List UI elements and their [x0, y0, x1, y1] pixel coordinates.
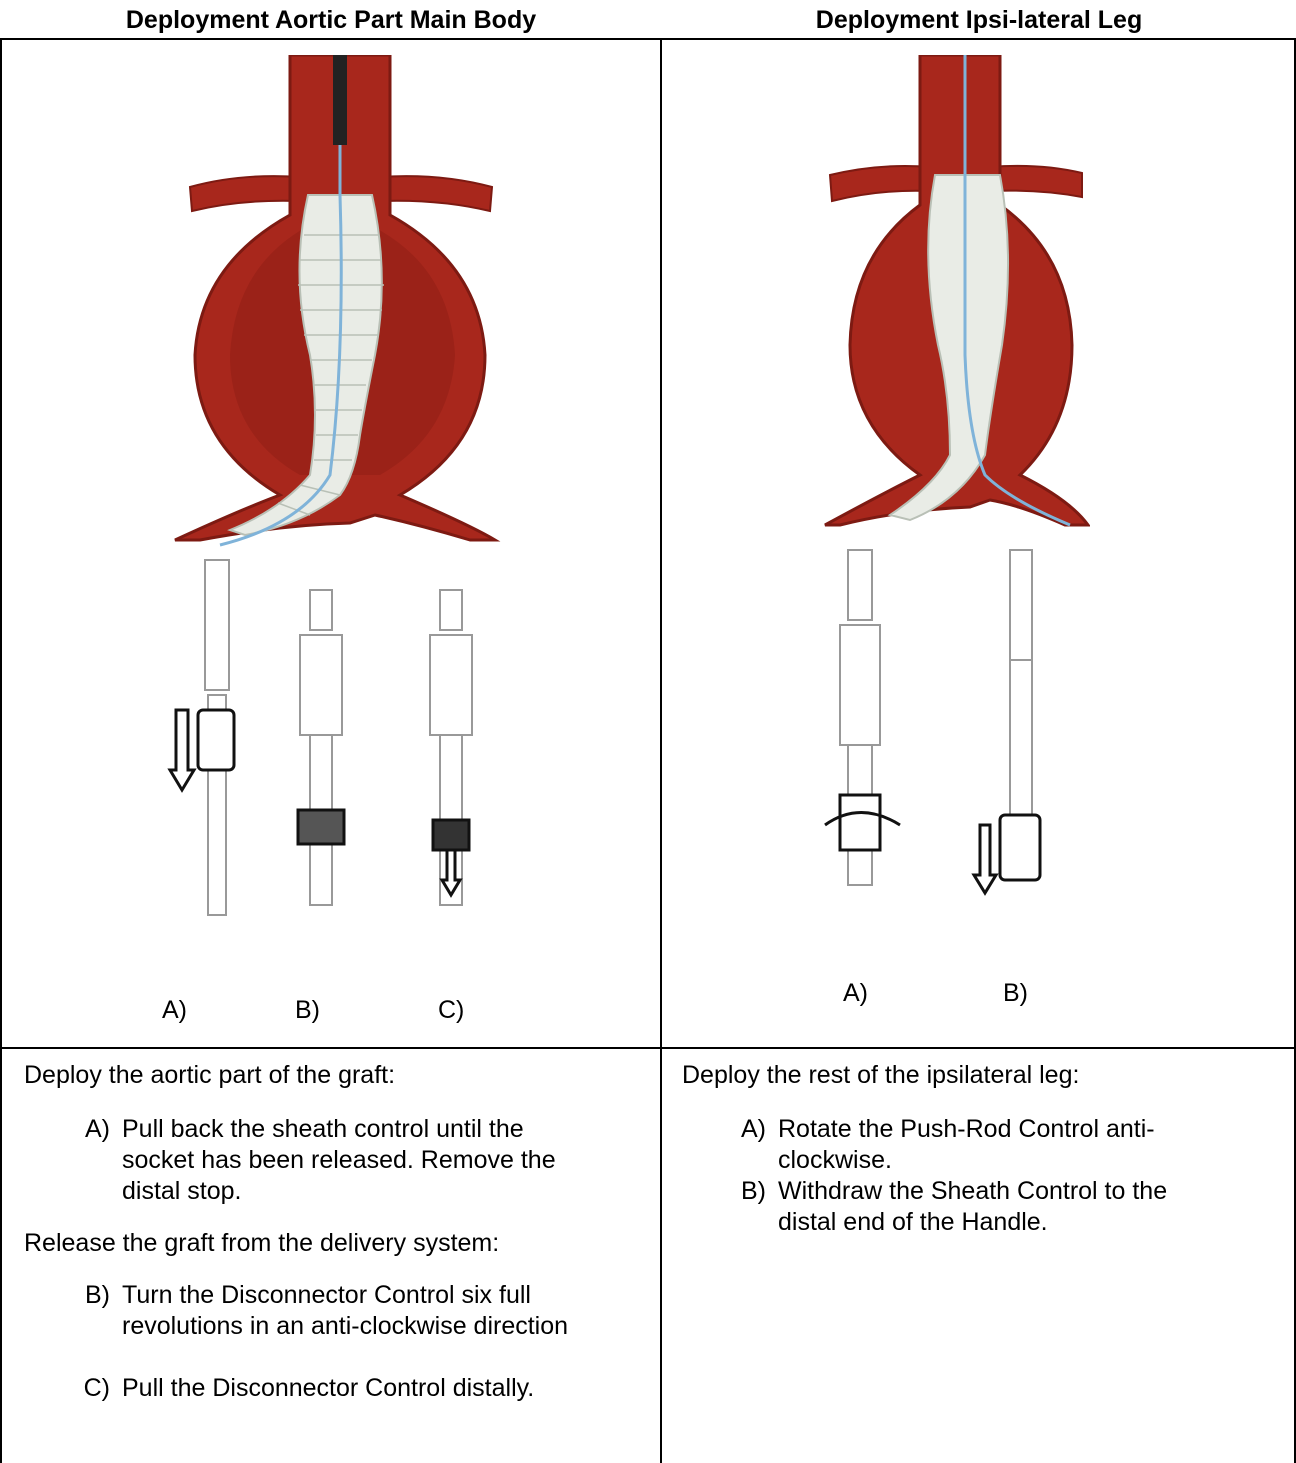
left-step-c: C) Pull the Disconnector Control distall… [40, 1373, 640, 1437]
right-figure-label-b: B) [1003, 978, 1028, 1009]
aortic-main-body-figure [150, 55, 530, 1035]
left-column-header: Deployment Aortic Part Main Body [0, 4, 662, 36]
control-highlights [170, 710, 469, 895]
left-step-c-label: C) [40, 1373, 110, 1404]
right-step-a-text: Rotate the Push-Rod Control anti-clockwi… [778, 1114, 1198, 1176]
left-intro-text: Deploy the aortic part of the graft: [24, 1060, 395, 1091]
ipsilateral-leg-figure [820, 55, 1090, 955]
right-figure-label-a: A) [843, 978, 868, 1009]
left-figure-label-b: B) [295, 995, 320, 1026]
left-step-a-text: Pull back the sheath control until the s… [122, 1114, 592, 1207]
left-step-a-label: A) [40, 1114, 110, 1145]
left-figure-label-a: A) [162, 995, 187, 1026]
table-row-divider [0, 1047, 1296, 1049]
delivery-handles-illustration [205, 560, 472, 915]
left-step-a: A) Pull back the sheath control until th… [40, 1114, 640, 1210]
left-step-b-text: Turn the Disconnector Control six full r… [122, 1280, 592, 1342]
table-top-border [0, 38, 1296, 40]
right-step-b-text: Withdraw the Sheath Control to the dista… [778, 1176, 1218, 1238]
right-step-b-label: B) [696, 1176, 766, 1207]
left-figure-label-c: C) [438, 995, 464, 1026]
right-intro-text: Deploy the rest of the ipsilateral leg: [682, 1060, 1079, 1091]
control-highlights [825, 795, 1040, 893]
left-step-b: B) Turn the Disconnector Control six ful… [40, 1280, 640, 1376]
table-left-border [0, 38, 2, 1463]
right-column-header: Deployment Ipsi-lateral Leg [662, 4, 1296, 36]
left-release-text: Release the graft from the delivery syst… [24, 1228, 499, 1259]
right-step-a: A) Rotate the Push-Rod Control anti-cloc… [696, 1114, 1276, 1178]
right-step-b: B) Withdraw the Sheath Control to the di… [696, 1176, 1276, 1240]
left-step-c-text: Pull the Disconnector Control distally. [122, 1373, 542, 1404]
table-column-divider [660, 38, 662, 1463]
right-step-a-label: A) [696, 1114, 766, 1145]
left-step-b-label: B) [40, 1280, 110, 1311]
